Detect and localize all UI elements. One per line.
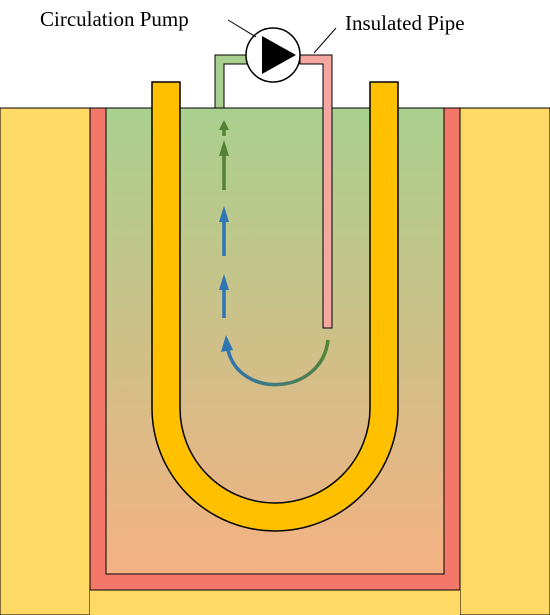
insulated-pipe [299, 54, 333, 329]
flow-arrow-icon [221, 335, 233, 352]
ground-left [0, 107, 91, 615]
upward-flow-arrows [219, 120, 229, 318]
pipe-label: Insulated Pipe [345, 11, 465, 35]
ground-right [459, 107, 550, 615]
u-tube [151, 81, 399, 532]
pipe-leader-line [313, 27, 337, 54]
ground-bottom [90, 590, 460, 615]
pump-label: Circulation Pump [40, 7, 189, 31]
pump-icon [262, 36, 296, 74]
flow-arrow-icon [219, 274, 229, 290]
pump-leader-line [227, 19, 257, 38]
return-flow-arc [226, 339, 330, 387]
flow-arrow-icon [219, 120, 229, 130]
inlet-pipe [214, 54, 251, 109]
flow-arrow-icon [219, 140, 229, 156]
flow-arrow-icon [219, 206, 229, 222]
